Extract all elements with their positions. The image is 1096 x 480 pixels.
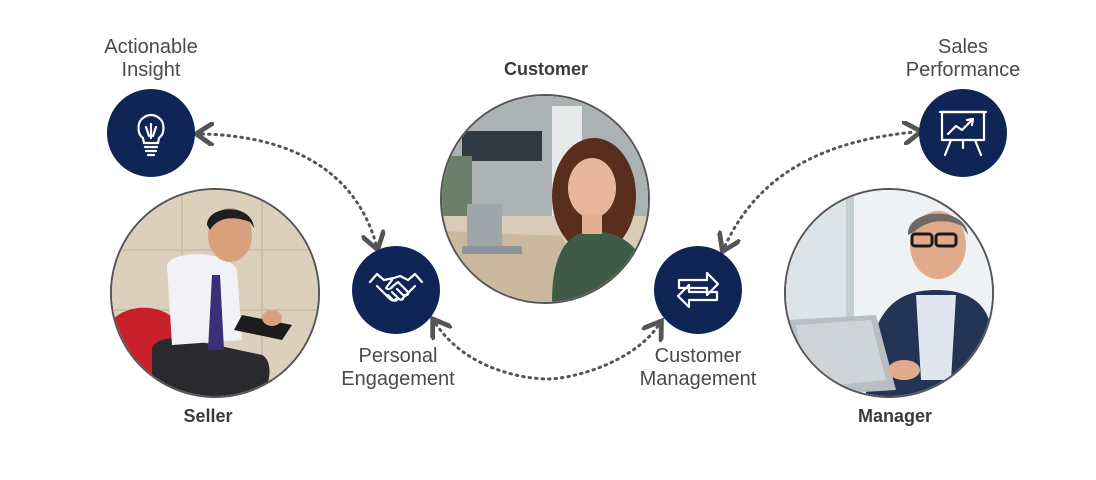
sales-performance-line2: Performance xyxy=(905,59,1021,81)
actionable-insight-label: Actionable Insight xyxy=(80,36,222,82)
personal-engagement-label: Personal Engagement xyxy=(320,345,476,391)
customer-photo xyxy=(440,94,650,304)
handshake-icon xyxy=(368,268,424,312)
actionable-insight-node xyxy=(107,89,195,177)
customer-management-line1: Customer xyxy=(654,345,742,367)
sales-performance-node xyxy=(919,89,1007,177)
exchange-arrows-icon xyxy=(675,268,721,312)
customer-role-label: Customer xyxy=(503,59,588,79)
personal-engagement-node xyxy=(352,246,440,334)
customer-management-line2: Management xyxy=(639,368,757,390)
manager-role-label: Manager xyxy=(857,406,933,426)
lightbulb-icon xyxy=(129,108,173,158)
customer-management-node xyxy=(654,246,742,334)
engagement-management-connector xyxy=(436,324,658,381)
sales-performance-label: Sales Performance xyxy=(890,36,1036,82)
management-performance-connector xyxy=(725,132,915,246)
seller-role-label: Seller xyxy=(183,406,233,426)
actionable-insight-line2: Insight xyxy=(121,59,181,81)
customer-management-label: Customer Management xyxy=(620,345,776,391)
manager-photo xyxy=(784,188,994,398)
personal-engagement-line1: Personal xyxy=(358,345,438,367)
actionable-insight-line1: Actionable xyxy=(104,36,198,58)
presentation-chart-icon xyxy=(937,108,989,158)
personal-engagement-line2: Engagement xyxy=(341,368,455,390)
insight-engagement-connector xyxy=(202,134,376,244)
sales-performance-line1: Sales xyxy=(937,36,989,58)
seller-photo xyxy=(110,188,320,398)
